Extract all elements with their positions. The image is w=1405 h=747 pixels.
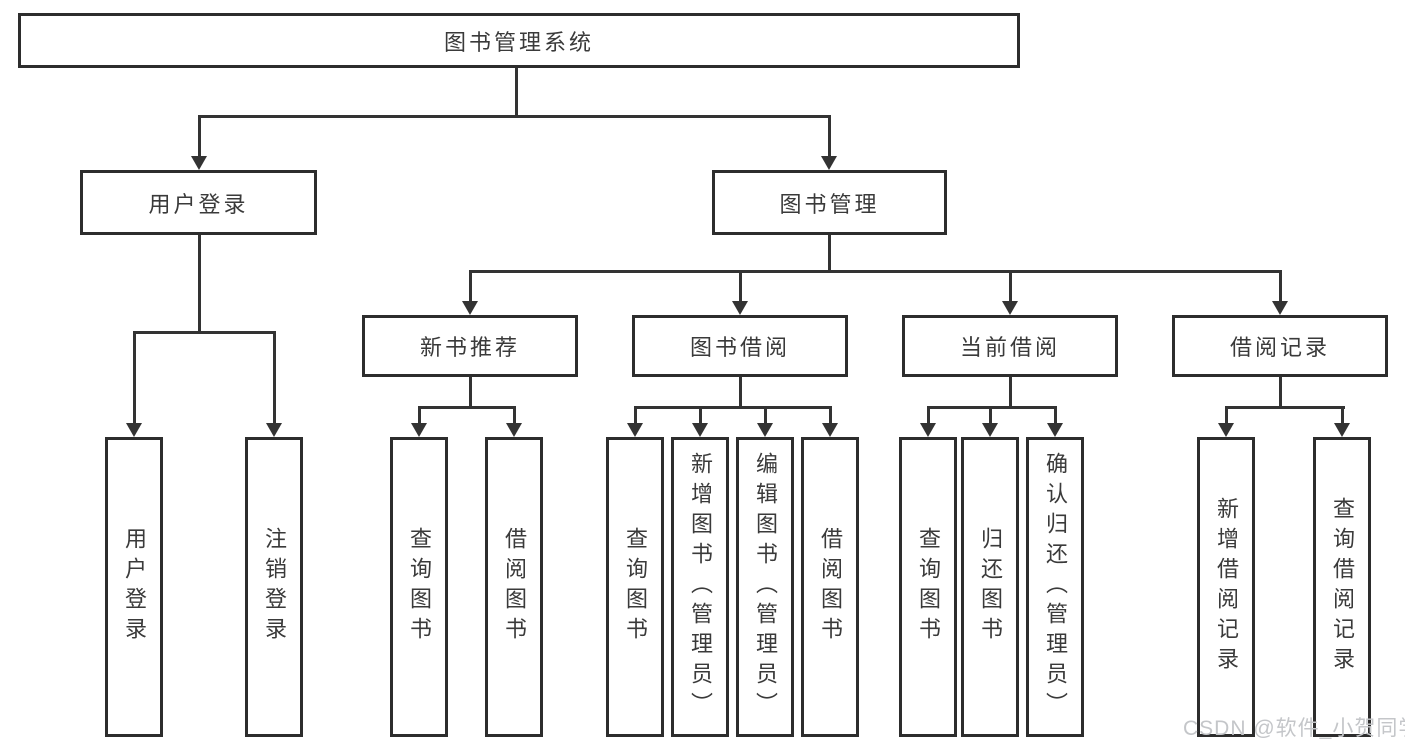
connector-cb-trunk (1008, 377, 1012, 409)
arrowhead-cb-query (920, 423, 936, 437)
arrowhead-nb-query (411, 423, 427, 437)
arrowhead-nb-borrow (506, 423, 522, 437)
leaf-bb-query-books-label: 查询图书 (623, 527, 648, 647)
connector-drop-bb-query (633, 406, 637, 424)
arrowhead-br-add (1218, 423, 1234, 437)
connector-drop-cb-return (988, 406, 992, 424)
node-borrow-records: 借阅记录 (1172, 315, 1388, 377)
connector-drop-login (132, 331, 136, 424)
node-root-label: 图书管理系统 (443, 29, 594, 55)
connector-drop-book-mgmt (827, 115, 831, 157)
arrowhead-borrowrecords (1272, 301, 1288, 315)
connector-newbook-trunk (468, 377, 472, 409)
csdn-watermark: CSDN @软件_小贺同学 (1183, 717, 1405, 740)
arrowhead-br-query (1334, 423, 1350, 437)
leaf-user-login: 用户登录 (105, 437, 163, 737)
node-book-borrow-label: 图书借阅 (689, 335, 790, 360)
connector-bb-bus (633, 406, 832, 409)
leaf-bb-query-books: 查询图书 (606, 437, 664, 737)
arrowhead-book-mgmt (821, 156, 837, 170)
leaf-bb-add-books-admin: 新增图书（管理员） (671, 437, 729, 737)
arrowhead-bb-borrow (822, 423, 838, 437)
arrowhead-cb-confirm (1047, 423, 1063, 437)
leaf-bb-borrow-books-label: 借阅图书 (818, 527, 843, 647)
leaf-cb-query-books: 查询图书 (899, 437, 957, 737)
arrowhead-login (126, 423, 142, 437)
connector-bookmgmt-trunk (827, 235, 831, 273)
connector-bookmgmt-bus (468, 270, 1282, 273)
leaf-cb-return-books-label: 归还图书 (978, 527, 1003, 647)
arrowhead-bb-add (692, 423, 708, 437)
connector-drop-br-query (1340, 406, 1344, 424)
node-book-borrow: 图书借阅 (632, 315, 848, 377)
connector-drop-borrowrecords (1278, 270, 1282, 302)
leaf-bb-edit-books-admin: 编辑图书（管理员） (736, 437, 794, 737)
arrowhead-newbook (462, 301, 478, 315)
arrowhead-logout (266, 423, 282, 437)
connector-br-trunk (1278, 377, 1282, 409)
connector-drop-logout (272, 331, 276, 424)
connector-br-bus (1224, 406, 1345, 409)
leaf-user-login-label: 用户登录 (122, 527, 147, 647)
connector-drop-bb-add (698, 406, 702, 424)
leaf-br-add-record-label: 新增借阅记录 (1214, 497, 1239, 677)
node-book-management-label: 图书管理 (779, 191, 880, 217)
node-current-borrow-label: 当前借阅 (959, 335, 1060, 360)
node-root: 图书管理系统 (18, 13, 1020, 68)
node-user-login: 用户登录 (80, 170, 317, 235)
connector-drop-nb-query (417, 406, 421, 424)
leaf-br-add-record: 新增借阅记录 (1197, 437, 1255, 737)
node-user-login-label: 用户登录 (148, 191, 249, 217)
node-new-book-recommend: 新书推荐 (362, 315, 578, 377)
connector-drop-bookborrow (738, 270, 742, 302)
leaf-logout-label: 注销登录 (262, 527, 287, 647)
leaf-logout: 注销登录 (245, 437, 303, 737)
arrowhead-bookborrow (732, 301, 748, 315)
connector-drop-user-login (197, 115, 201, 157)
node-new-book-recommend-label: 新书推荐 (419, 335, 520, 360)
node-current-borrow: 当前借阅 (902, 315, 1118, 377)
connector-cb-bus (926, 406, 1057, 409)
connector-drop-br-add (1224, 406, 1228, 424)
connector-drop-bb-edit (763, 406, 767, 424)
connector-drop-newbook (468, 270, 472, 302)
leaf-cb-confirm-return-admin-label: 确认归还（管理员） (1043, 452, 1068, 722)
leaf-bb-add-books-admin-label: 新增图书（管理员） (688, 452, 713, 722)
connector-newbook-bus (417, 406, 516, 409)
arrowhead-bb-edit (757, 423, 773, 437)
arrowhead-user-login (191, 156, 207, 170)
leaf-nb-query-books-label: 查询图书 (407, 527, 432, 647)
node-book-management: 图书管理 (712, 170, 947, 235)
leaf-cb-return-books: 归还图书 (961, 437, 1019, 737)
arrowhead-currentborrow (1002, 301, 1018, 315)
connector-bb-trunk (738, 377, 742, 409)
connector-root-trunk (514, 68, 518, 118)
connector-root-bus (197, 115, 831, 118)
leaf-br-query-record-label: 查询借阅记录 (1330, 497, 1355, 677)
connector-drop-currentborrow (1008, 270, 1012, 302)
connector-drop-cb-confirm (1053, 406, 1057, 424)
arrowhead-cb-return (982, 423, 998, 437)
connector-userlogin-trunk (197, 235, 201, 334)
connector-userlogin-bus (132, 331, 276, 334)
leaf-nb-borrow-books: 借阅图书 (485, 437, 543, 737)
leaf-br-query-record: 查询借阅记录 (1313, 437, 1371, 737)
arrowhead-bb-query (627, 423, 643, 437)
leaf-bb-edit-books-admin-label: 编辑图书（管理员） (753, 452, 778, 722)
connector-drop-nb-borrow (512, 406, 516, 424)
leaf-cb-query-books-label: 查询图书 (916, 527, 941, 647)
leaf-cb-confirm-return-admin: 确认归还（管理员） (1026, 437, 1084, 737)
leaf-nb-borrow-books-label: 借阅图书 (502, 527, 527, 647)
leaf-bb-borrow-books: 借阅图书 (801, 437, 859, 737)
leaf-nb-query-books: 查询图书 (390, 437, 448, 737)
connector-drop-cb-query (926, 406, 930, 424)
connector-drop-bb-borrow (828, 406, 832, 424)
node-borrow-records-label: 借阅记录 (1229, 335, 1330, 360)
